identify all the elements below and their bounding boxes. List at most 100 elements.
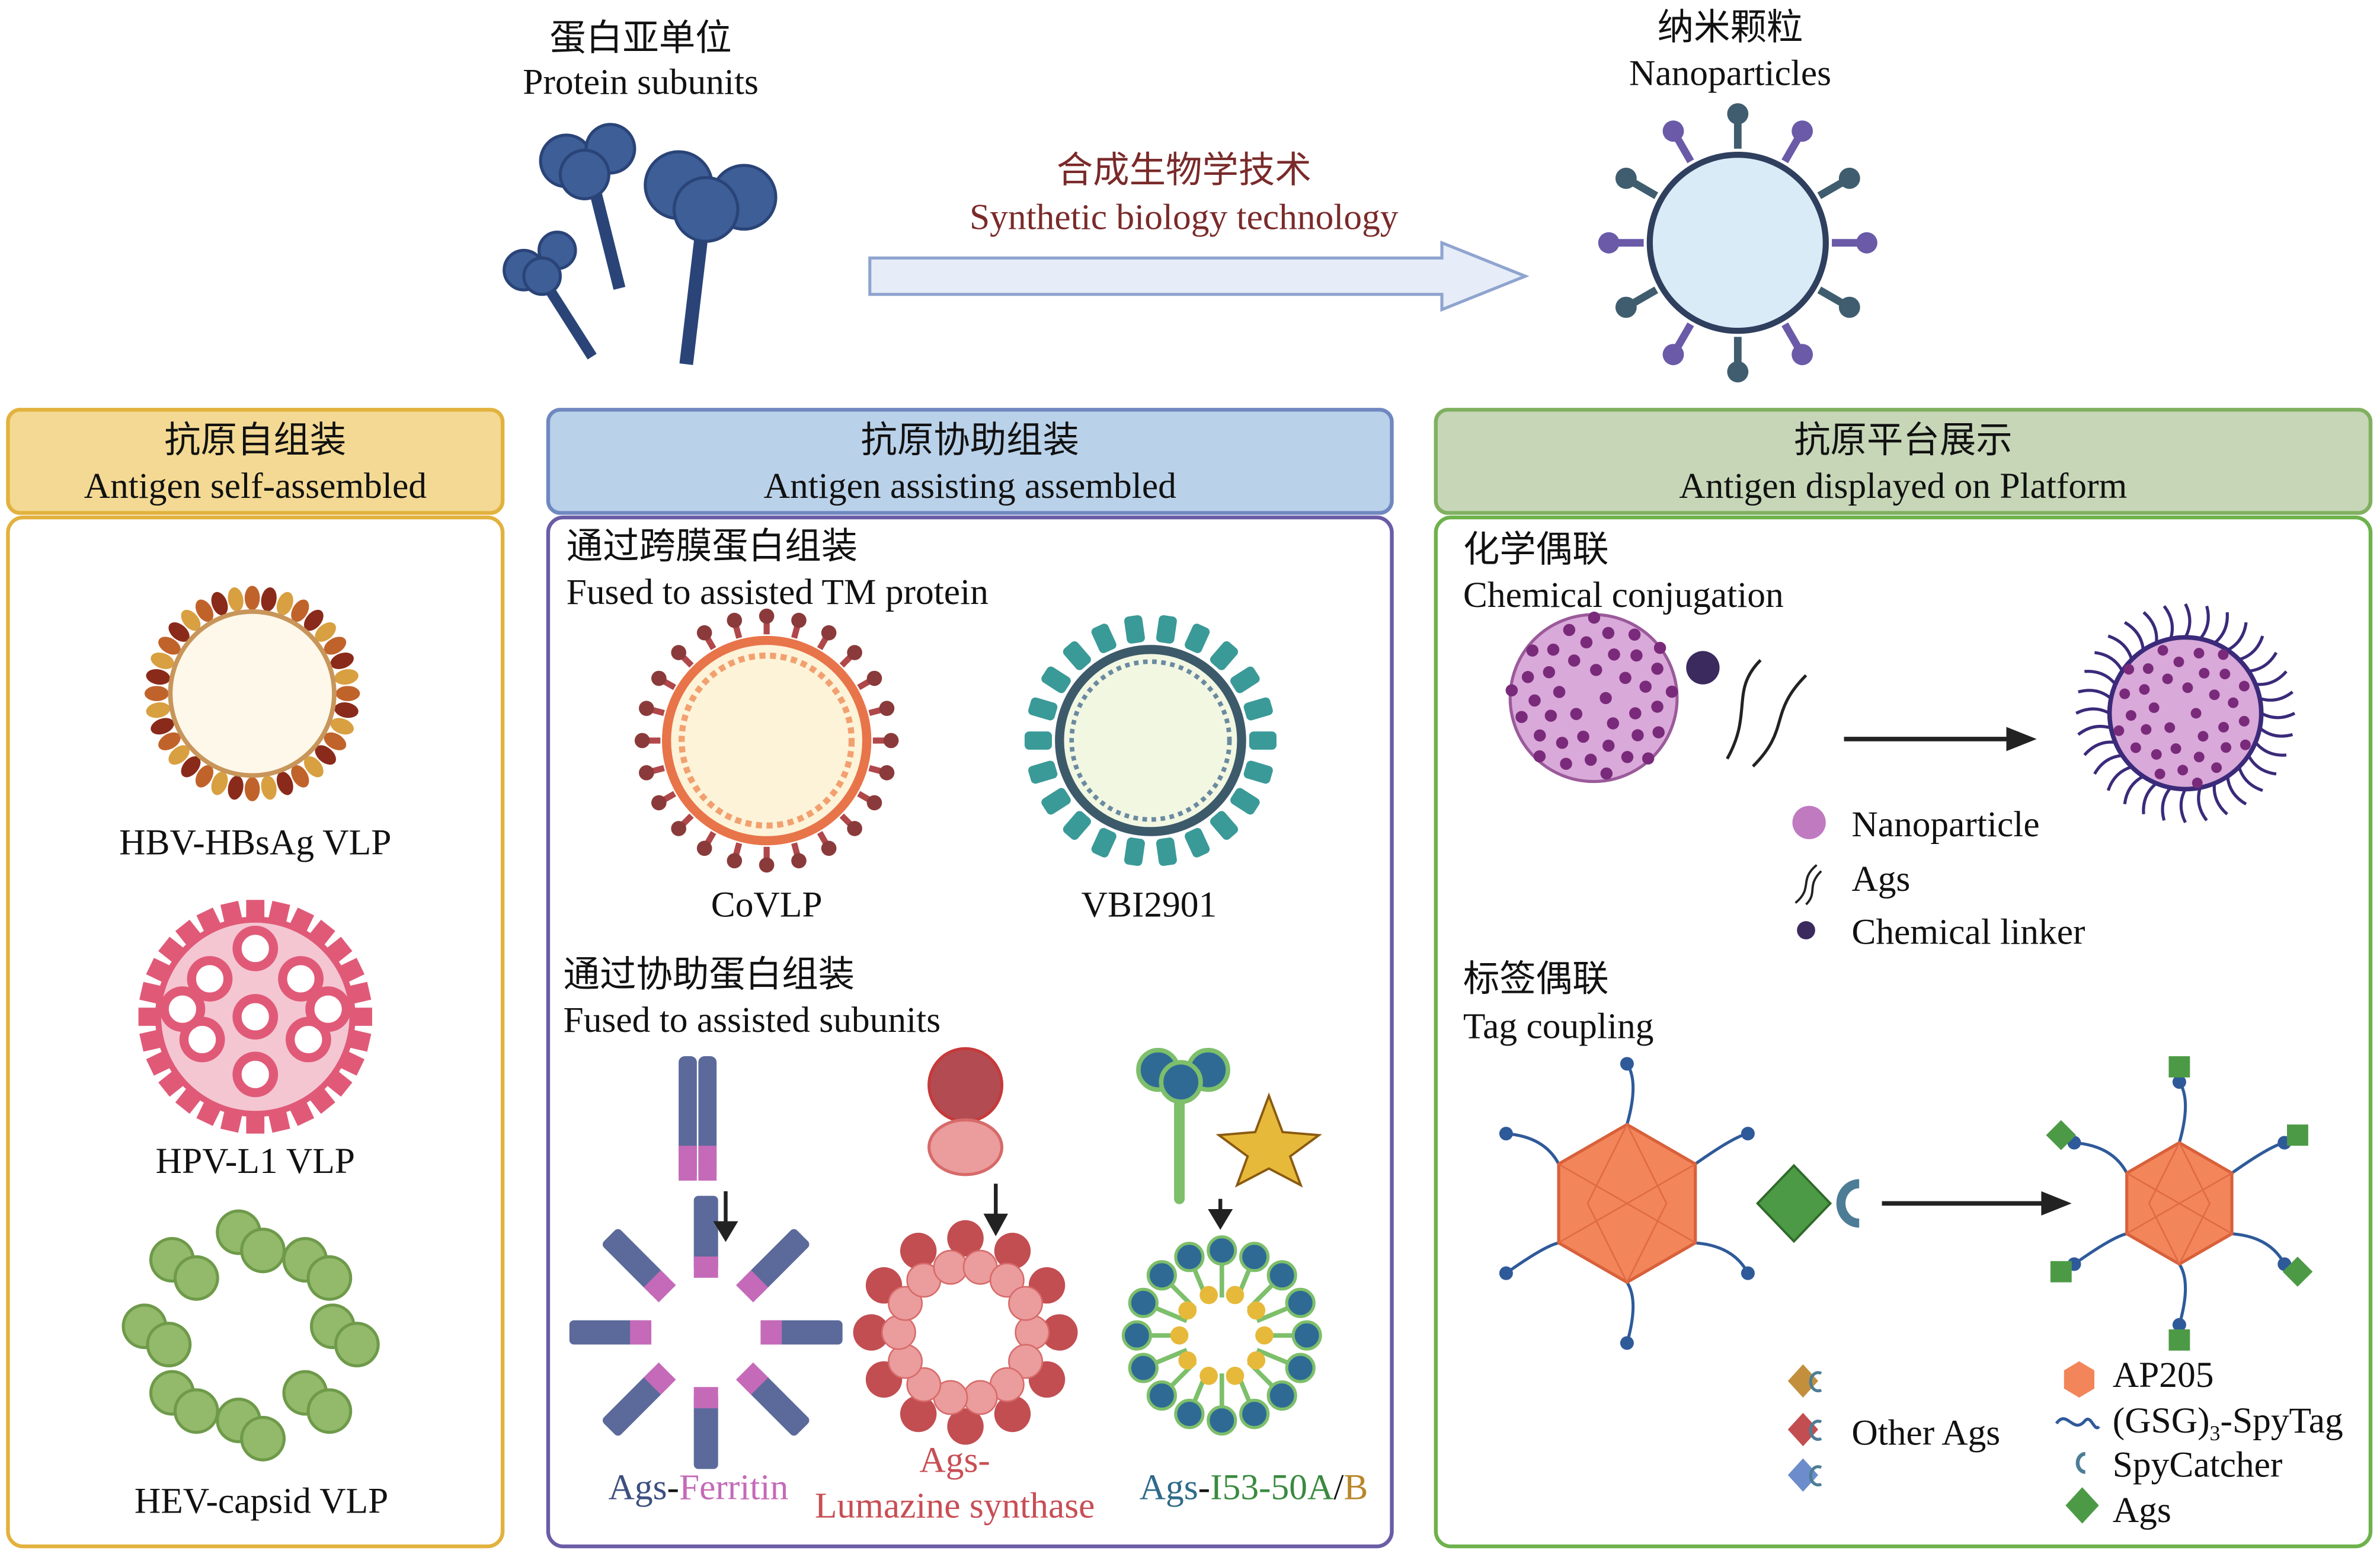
surface-protein [324, 637, 347, 655]
capsid [168, 609, 337, 778]
ag-strand [2213, 612, 2229, 645]
spike-head [634, 733, 650, 749]
glycoprotein [1024, 731, 1053, 750]
dot [1528, 694, 1541, 707]
subunit-section-zh: 通过协助蛋白组装 [564, 954, 855, 995]
protein-title-en: Protein subunits [523, 62, 759, 103]
spike-head [651, 795, 667, 811]
tm-section-en: Fused to assisted TM protein [567, 572, 989, 612]
lumazine-subunit [888, 1286, 923, 1321]
dot [2130, 742, 2141, 753]
nano-title-en: Nanoparticles [1629, 53, 1831, 93]
ags-strands-icon [1726, 658, 1808, 768]
dot [2218, 649, 2229, 660]
antigen-head [1128, 1287, 1159, 1318]
antigen [994, 1232, 1031, 1270]
ferritin-monomer-icon [679, 1056, 717, 1181]
surface-protein [158, 732, 181, 750]
glycoprotein [1210, 641, 1239, 670]
spytag-end [1620, 1336, 1634, 1350]
panel3-title-zh: 抗原平台展示 [1794, 420, 2013, 461]
dot [2238, 715, 2250, 727]
antigen-head [1291, 1320, 1322, 1351]
glycoprotein [1124, 615, 1145, 644]
ag-strand [2199, 605, 2210, 640]
lumazine-monomer-icon [927, 1047, 1004, 1176]
star-subunit [1199, 1366, 1218, 1385]
spike-head [879, 701, 895, 716]
antigen-head [1285, 1287, 1316, 1318]
dot [2238, 680, 2250, 692]
dot [2113, 725, 2125, 736]
ag-strand [2107, 634, 2133, 660]
ags-legend-icon [1794, 864, 1822, 906]
spike-head [727, 612, 743, 628]
dot [2240, 739, 2251, 750]
surface-protein [244, 586, 260, 610]
spike-head [847, 645, 862, 660]
spytag [2073, 1232, 2128, 1265]
legend-spytag: (GSG)3-SpyTag [2113, 1401, 2343, 1445]
facet-lines [1557, 1123, 1696, 1284]
spike-head [1838, 296, 1860, 318]
ag-strand [2227, 622, 2248, 652]
star-subunit [1170, 1326, 1189, 1345]
antigen-head [1266, 1260, 1297, 1291]
star-subunit [1255, 1326, 1274, 1345]
dot [1505, 684, 1518, 697]
subunit-tail [735, 1362, 769, 1395]
dot [1580, 636, 1593, 648]
spike-head [866, 795, 882, 811]
antigen-head [1207, 1235, 1237, 1266]
spytag-legend-icon [2055, 1417, 2100, 1430]
dot [2228, 697, 2239, 708]
legend-other-ags: Other Ags [1851, 1413, 2000, 1453]
dot [1570, 708, 1583, 720]
ag-strand [2238, 635, 2264, 661]
lumazine-subunit [881, 1315, 916, 1350]
surface-protein [261, 775, 277, 800]
ag-strand [2184, 603, 2192, 638]
lumazine-subunit [1015, 1315, 1050, 1350]
dot [1588, 611, 1601, 624]
panel2-title-zh: 抗原协助组装 [860, 420, 1079, 461]
panel3-title-en: Antigen displayed on Platform [1679, 466, 2127, 506]
spycatcher-legend-icon [2075, 1452, 2086, 1474]
lumazine-subunit [906, 1367, 942, 1402]
dot [1556, 737, 1569, 749]
spike-head [821, 625, 837, 641]
spytag [2177, 1263, 2187, 1325]
glycoprotein [1063, 811, 1091, 840]
right-arrow-icon [868, 240, 1530, 312]
pentamer [278, 956, 324, 1002]
dot [1621, 751, 1634, 763]
dot [2119, 688, 2131, 699]
star-subunit [1199, 1286, 1218, 1305]
lobe [306, 1388, 353, 1434]
dot [2151, 749, 2162, 760]
protein-subunit-icon [503, 123, 778, 365]
dot [1607, 717, 1620, 730]
lumazine-subunit [888, 1344, 923, 1379]
spytag [1505, 1241, 1559, 1275]
lumazine-subunit [1008, 1286, 1044, 1321]
dot [1608, 648, 1620, 661]
dot [2173, 656, 2184, 667]
ap205-displayed-ags-icon [2046, 1056, 2313, 1351]
dot [2218, 721, 2229, 733]
star-subunit [1178, 1301, 1197, 1320]
spike-head [1792, 344, 1813, 366]
glycoprotein [1185, 624, 1210, 653]
surface-protein [228, 775, 244, 800]
ag-strand [2260, 712, 2296, 720]
spytag-end [1741, 1127, 1755, 1141]
spytag [2074, 1141, 2128, 1174]
antigen [2287, 1124, 2308, 1146]
dot [2197, 731, 2209, 742]
envelope [1055, 645, 1246, 836]
dot [1515, 711, 1528, 723]
surface-protein [276, 592, 293, 616]
dot [1651, 701, 1664, 713]
legend-ags: Ags [1851, 859, 1910, 899]
